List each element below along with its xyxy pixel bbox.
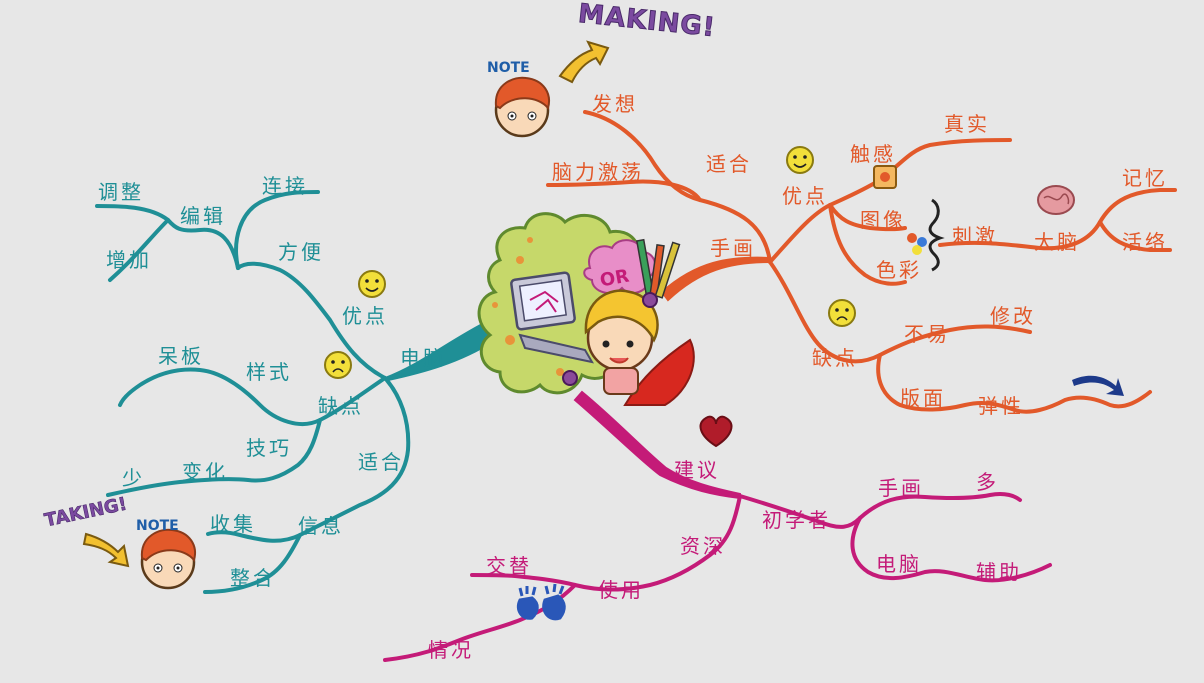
label-pc-suitable: 适合: [358, 450, 404, 474]
label-pc-connect: 连接: [262, 174, 308, 198]
label-pc-change: 变化: [182, 460, 228, 484]
label-hd-ideas: 发想: [592, 92, 638, 116]
label-adv-handdraw: 手画: [878, 476, 924, 500]
label-hd-cons: 缺点: [812, 346, 858, 370]
label-computer: 电脑: [400, 346, 446, 370]
note-character-bottom: [140, 528, 196, 590]
smiley-icon: [358, 270, 386, 298]
label-hd-stimulate: 刺激: [952, 224, 998, 248]
label-hd-modify: 修改: [990, 304, 1036, 328]
label-adv-more: 多: [976, 470, 999, 494]
label-pc-style: 样式: [246, 360, 292, 384]
label-hd-active: 活络: [1122, 230, 1168, 254]
label-hd-brain: 大脑: [1034, 230, 1080, 254]
heart-icon: [699, 415, 733, 448]
label-pc-pros: 优点: [342, 304, 388, 328]
label-hd-memory: 记忆: [1122, 166, 1168, 190]
handprints-icon: [516, 583, 566, 621]
note-label-bottom: NOTE: [136, 518, 179, 534]
handdraw-branch-lines: [546, 110, 1177, 414]
label-hd-touch: 触感: [850, 142, 896, 166]
label-adv-use: 使用: [598, 578, 644, 602]
arrow-right-icon: [1072, 375, 1124, 396]
label-pc-integrate: 整合: [230, 566, 276, 590]
label-pc-info: 信息: [298, 514, 344, 538]
brain-icon: [1037, 185, 1075, 215]
label-pc-collect: 收集: [210, 512, 256, 536]
computer-branch-lines: [95, 190, 494, 594]
label-adv-assist: 辅助: [976, 560, 1022, 584]
label-pc-add: 增加: [106, 248, 152, 272]
label-pc-rigid: 呆板: [158, 344, 204, 368]
label-pc-skill: 技巧: [246, 436, 292, 460]
central-illustration: [477, 212, 695, 406]
label-hd-flex: 弹性: [978, 394, 1024, 418]
flower-box-icon: [873, 165, 897, 189]
label-handdraw: 手画: [710, 236, 756, 260]
label-hd-suitable: 适合: [706, 152, 752, 176]
label-hd-color: 色彩: [876, 258, 922, 282]
yellow-arrow-top: [558, 40, 610, 84]
label-pc-adjust: 调整: [98, 180, 144, 204]
label-hd-real: 真实: [944, 112, 990, 136]
girl-character: [562, 289, 659, 395]
label-adv-alternate: 交替: [486, 554, 532, 578]
label-hd-pros: 优点: [782, 184, 828, 208]
yellow-arrow-bottom: [82, 532, 130, 568]
label-adv-computer: 电脑: [876, 552, 922, 576]
label-hd-brainstorm: 脑力激荡: [552, 160, 644, 184]
label-adv-senior: 资深: [680, 534, 726, 558]
laptop-icon: [510, 271, 594, 364]
red-fan-shape: [623, 338, 695, 406]
label-adv-beginner: 初学者: [762, 508, 831, 532]
label-pc-cons: 缺点: [318, 394, 364, 418]
curly-brace: [928, 198, 945, 272]
label-pc-convenient: 方便: [278, 240, 324, 264]
label-pc-edit: 编辑: [180, 204, 226, 228]
label-advice: 建议: [674, 458, 720, 482]
label-hd-layout: 版面: [900, 386, 946, 410]
note-character-top: [494, 76, 550, 138]
color-dots-icon: [907, 233, 927, 255]
label-hd-hard: 不易: [904, 322, 950, 346]
sad-face-icon-2: [828, 299, 856, 327]
sad-face-icon: [324, 351, 352, 379]
label-pc-few: 少: [122, 466, 145, 490]
note-label-top: NOTE: [487, 60, 530, 76]
smiley-icon-2: [786, 146, 814, 174]
label-hd-image: 图像: [860, 208, 906, 232]
label-adv-situation: 情况: [428, 638, 474, 662]
pencils-icon: [635, 238, 681, 305]
